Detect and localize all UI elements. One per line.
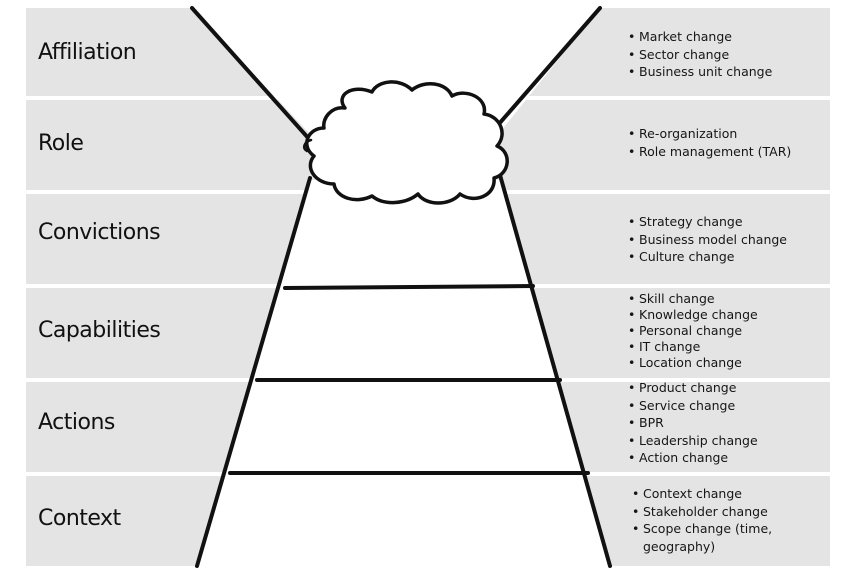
changes-role: Re-organization Role management (TAR) [628,125,791,160]
list-item: Scope change (time, geography) [632,520,813,555]
changes-affiliation: Market change Sector change Business uni… [628,28,772,81]
list-item: Product change [628,379,758,397]
cloud-icon [302,80,509,205]
list-item: Knowledge change [628,307,758,323]
changes-actions: Product change Service change BPR Leader… [628,379,758,467]
rail-bottom-left [195,176,312,568]
level-label-actions: Actions [38,410,115,435]
changes-context: Context change Stakeholder change Scope … [632,485,813,555]
list-item: Service change [628,397,758,415]
list-item: Context change [632,485,813,503]
changes-convictions: Strategy change Business model change Cu… [628,213,787,266]
list-item: Re-organization [628,125,791,143]
list-item: Skill change [628,291,758,307]
list-item: IT change [628,339,758,355]
list-item: Role management (TAR) [628,143,791,161]
rail-top-left [190,6,312,142]
list-item: Location change [628,355,758,371]
list-item: Business unit change [628,63,772,81]
list-item: Personal change [628,323,758,339]
list-item: BPR [628,414,758,432]
upper-funnel [192,8,600,132]
list-item: Culture change [628,248,787,266]
level-label-capabilities: Capabilities [38,318,161,343]
list-item: Market change [628,28,772,46]
changes-capabilities: Skill change Knowledge change Personal c… [628,291,758,371]
ladder-body [196,180,610,566]
list-item: Stakeholder change [632,503,813,521]
level-label-context: Context [38,506,121,531]
level-label-role: Role [38,131,84,156]
level-label-affiliation: Affiliation [38,40,137,65]
level-label-convictions: Convictions [38,220,161,245]
list-item: Strategy change [628,213,787,231]
list-item: Business model change [628,231,787,249]
list-item: Leadership change [628,432,758,450]
rail-bottom-right [498,173,612,568]
list-item: Action change [628,449,758,467]
rail-top-right [496,6,602,127]
rung-convictions-capabilities [283,284,535,290]
list-item: Sector change [628,46,772,64]
